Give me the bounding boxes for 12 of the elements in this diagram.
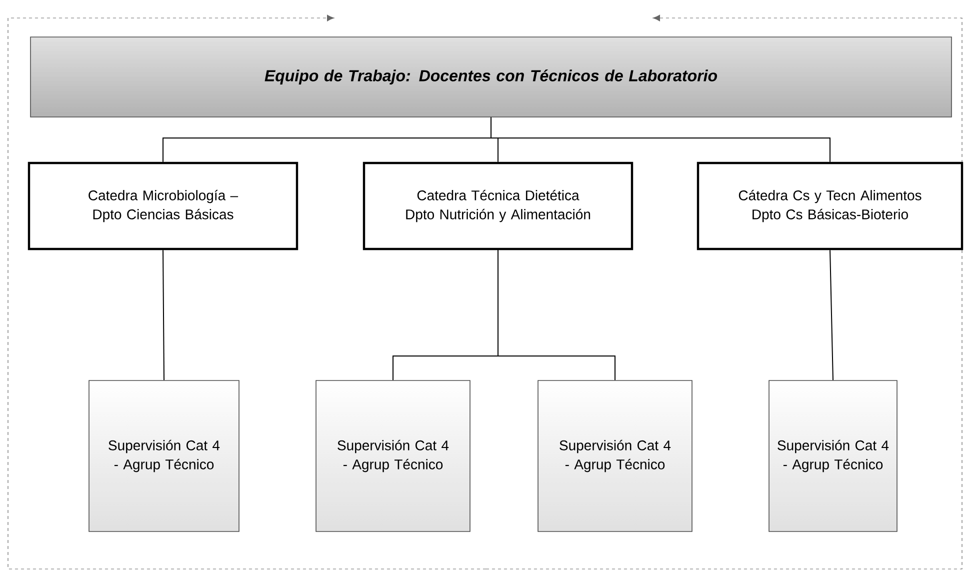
- connector-line: [830, 250, 834, 381]
- connector-line: [498, 250, 616, 381]
- supervision-box: Supervisión Cat 4 - Agrup Técnico: [316, 380, 470, 532]
- department-box: Catedra Técnica Dietética Dpto Nutrición y Alimentación: [362, 162, 634, 250]
- supervision-box: Supervisión Cat 4 - Agrup Técnico: [768, 380, 898, 532]
- connector-line: [490, 116, 831, 162]
- supervision-box: Supervisión Cat 4 - Agrup Técnico: [88, 380, 240, 532]
- connector-line: [162, 250, 164, 381]
- title-box: Equipo de Trabajo: Docentes con Técnicos de Laboratorio: [30, 36, 952, 118]
- department-box: Catedra Microbiología – Dpto Ciencias Básicas: [28, 162, 298, 250]
- department-box: Cátedra Cs y Tecn Alimentos Dpto Cs Básicas-Bioterio: [696, 162, 964, 250]
- supervision-box: Supervisión Cat 4 - Agrup Técnico: [538, 380, 692, 532]
